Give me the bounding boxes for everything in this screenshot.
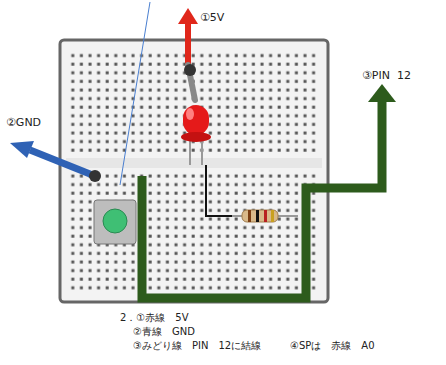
wire-end (184, 64, 196, 76)
led-lead (189, 140, 191, 165)
resistor-band (256, 210, 259, 222)
arrow-head (368, 84, 396, 102)
note-text: ③みどり線 PIN 12に結線 (133, 340, 261, 351)
note-text: ④SPは 赤線 A0 (290, 340, 375, 351)
signal-wire (142, 100, 382, 298)
callout-label: ①5V (200, 12, 224, 24)
callout-label: ②GND (6, 117, 41, 129)
arrow-head (10, 141, 34, 158)
jumper-wire (206, 165, 232, 216)
arrow-head (178, 8, 198, 24)
push-button (94, 200, 136, 244)
note-text: ②青線 GND (133, 326, 195, 337)
resistor-band (264, 210, 267, 222)
led-rim (181, 132, 211, 142)
pointer-line (120, 2, 150, 185)
wire-end (89, 170, 101, 182)
hole-grid (68, 50, 320, 154)
center-channel (66, 158, 322, 168)
button-cap (103, 209, 127, 233)
breadboard (60, 40, 328, 302)
led-highlight (186, 108, 194, 120)
note-text: 2．①赤線 5V (120, 312, 189, 323)
gnd-arrow (30, 150, 95, 176)
led-lead (201, 140, 203, 165)
resistor-band (248, 210, 251, 222)
callout-label: ③PIN 12 (362, 70, 411, 82)
hole-grid (68, 172, 320, 294)
resistor-symbol (242, 210, 278, 222)
resistor-band (271, 210, 274, 222)
led (183, 105, 209, 135)
